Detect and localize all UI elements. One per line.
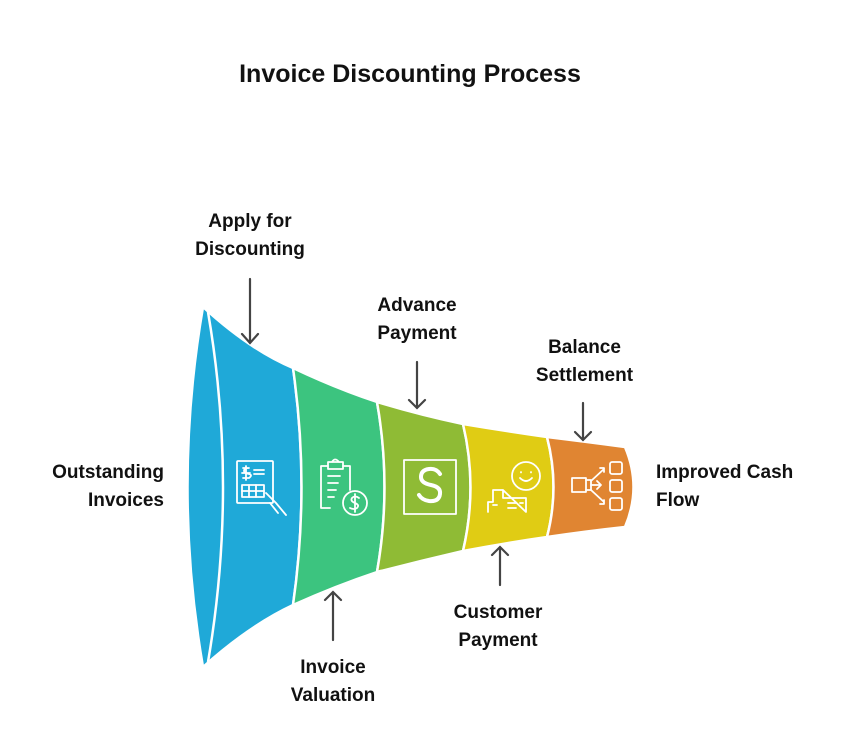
arrow-down-apply	[240, 277, 260, 345]
start-label: Outstanding Invoices	[52, 462, 164, 511]
stage-label-balance: Balance Settlement	[535, 337, 634, 386]
funnel-segment-apply	[186, 305, 303, 669]
distribution-flow-icon	[571, 461, 623, 511]
clipboard-dollar-icon	[320, 458, 368, 516]
funnel-rim	[206, 311, 225, 663]
stage-label-customer: Customer Payment	[453, 602, 543, 651]
funnel-segment-customer	[461, 422, 555, 553]
arrow-up-customer	[490, 545, 510, 587]
arrow-down-balance	[573, 401, 593, 442]
stage-label-apply: Apply for Discounting	[195, 211, 305, 260]
happy-customer-payment-icon	[487, 461, 541, 513]
arrow-up-valuation	[323, 590, 343, 642]
funnel-segment-valuation	[291, 366, 386, 607]
stage-label-valuation: Invoice Valuation	[290, 657, 376, 706]
invoice-hand-icon	[236, 460, 287, 516]
arrow-down-advance	[407, 360, 427, 410]
diagram-title: Invoice Discounting Process	[239, 60, 581, 88]
stage-label-advance: Advance Payment	[377, 295, 457, 344]
dollar-square-icon	[403, 459, 457, 515]
end-label: Improved Cash Flow	[656, 462, 794, 511]
